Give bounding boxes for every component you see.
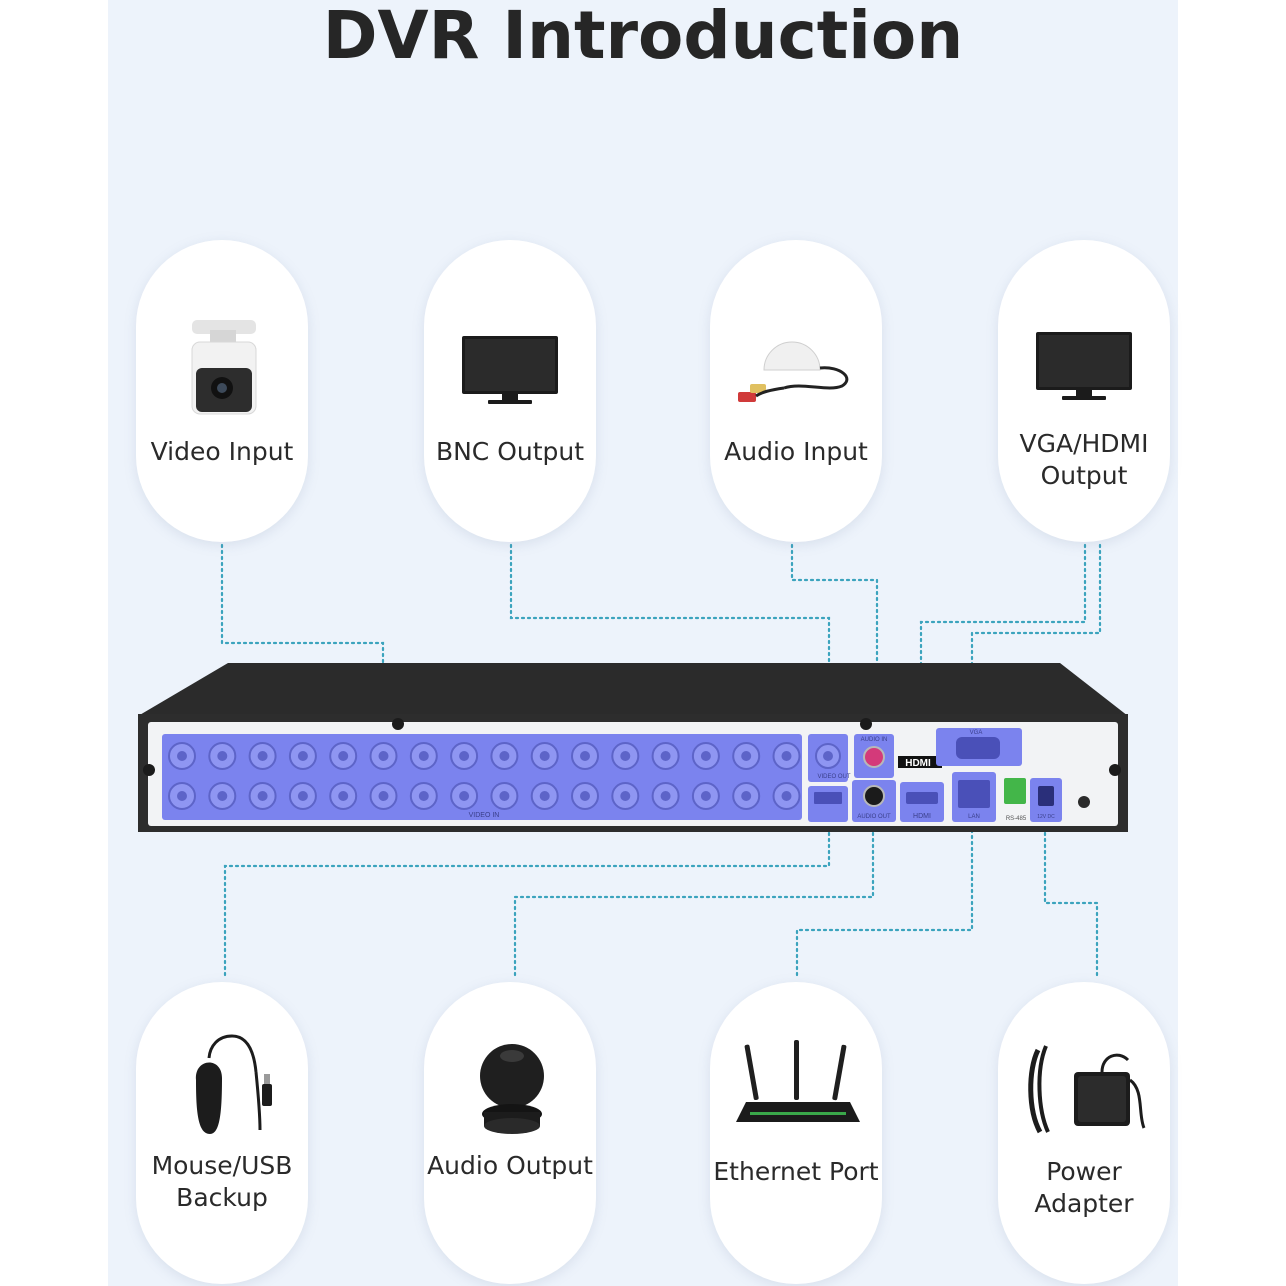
screw — [143, 764, 155, 776]
bnc-port-center — [257, 751, 268, 761]
bnc-port-center — [499, 791, 510, 801]
video-in-panel — [162, 734, 802, 820]
card-label: Mouse/USB Backup — [151, 1151, 293, 1212]
hdmi-logo: HDMI — [905, 758, 931, 769]
audio-in-port — [863, 746, 885, 768]
bnc-port-center — [580, 791, 590, 801]
bnc-port-center — [580, 751, 590, 761]
lan-port — [958, 780, 990, 808]
power-adapter-icon — [1028, 1045, 1146, 1134]
screw — [860, 718, 872, 730]
bnc-port-center — [459, 791, 470, 801]
audio-output-connector — [513, 810, 875, 977]
bnc-port-grid — [168, 742, 801, 810]
audio-input-connector — [790, 543, 879, 722]
audio-out-label: AUDIO OUT — [857, 814, 891, 820]
dvr-top-cover — [138, 663, 1128, 716]
card-video-input: Video Input — [136, 240, 308, 542]
bnc-port-center — [660, 751, 671, 761]
vga-hdmi-connector-a — [919, 543, 1087, 762]
bnc-port-center — [257, 791, 268, 801]
usb-port — [814, 792, 842, 804]
mouse-icon — [195, 1034, 272, 1134]
hdmi-logo-bg — [898, 756, 942, 768]
bnc-port-center — [741, 751, 752, 761]
rs485-label: RS-485 — [1006, 816, 1027, 822]
bnc-port-center — [338, 751, 349, 761]
card-mouse-usb-backup: Mouse/USB Backup — [136, 982, 308, 1284]
screw — [1109, 764, 1121, 776]
bnc-port-center — [700, 751, 711, 761]
audio-out-port — [863, 785, 885, 807]
hdmi-label: HDMI — [913, 813, 931, 820]
bnc-port-center — [741, 791, 752, 801]
speaker-icon — [480, 1044, 544, 1134]
card-power-adapter: Power Adapter — [998, 982, 1170, 1284]
card-label: Audio Input — [724, 437, 868, 466]
bnc-port-center — [297, 751, 308, 761]
bnc-port-center — [781, 751, 792, 761]
power-label: 12V DC — [1037, 814, 1055, 820]
bnc-port-center — [418, 751, 429, 761]
bnc-port-center — [539, 791, 550, 801]
card-label: Power Adapter — [1034, 1157, 1134, 1218]
card-audio-input: Audio Input — [710, 240, 882, 542]
lan-label: LAN — [968, 814, 980, 820]
bnc-port-center — [378, 791, 389, 801]
bnc-port-center — [177, 791, 187, 801]
bnc-port-center — [620, 791, 631, 801]
bnc-port-center — [217, 751, 228, 761]
bnc-port-center — [378, 751, 389, 761]
card-vga-hdmi-output: VGA/HDMI Output — [998, 240, 1170, 542]
card-label: Audio Output — [427, 1151, 593, 1180]
bnc-port-center — [660, 791, 671, 801]
bnc-port-center — [539, 751, 550, 761]
power-connector — [1043, 810, 1099, 977]
card-bnc-output: BNC Output — [424, 240, 596, 542]
vga-label: VGA — [970, 730, 983, 736]
bnc-port-center — [297, 791, 308, 801]
video-in-label: VIDEO IN — [469, 812, 500, 819]
power-port — [1038, 786, 1054, 806]
bnc-port-center — [620, 751, 631, 761]
bnc-port-center — [700, 791, 711, 801]
screw — [392, 718, 404, 730]
hdmi-port — [906, 792, 938, 804]
bnc-port-center — [217, 791, 228, 801]
card-label: Ethernet Port — [713, 1157, 879, 1186]
ethernet-connector — [795, 810, 974, 977]
video-out-label: VIDEO OUT — [817, 774, 850, 780]
bnc-port-center — [418, 791, 429, 801]
bnc-port-center — [177, 751, 187, 761]
rs485-terminal — [1004, 778, 1026, 804]
monitor-icon — [1036, 332, 1132, 400]
page-title: DVR Introduction — [322, 0, 964, 74]
vga-port — [956, 737, 1000, 759]
microphone-icon — [738, 341, 849, 402]
audio-in-label: AUDIO IN — [861, 737, 888, 743]
bnc-port-center — [499, 751, 510, 761]
card-label: BNC Output — [435, 437, 585, 466]
bnc-port-center — [781, 791, 792, 801]
router-icon — [736, 1040, 860, 1122]
card-label: Video Input — [150, 437, 294, 466]
card-ethernet-port: Ethernet Port — [710, 982, 882, 1284]
bullet-camera-icon — [191, 320, 257, 415]
bnc-port-center — [338, 791, 349, 801]
ground-screw — [1078, 796, 1090, 808]
monitor-icon — [462, 336, 558, 404]
card-audio-output: Audio Output — [424, 982, 596, 1284]
card-label: VGA/HDMI Output — [1019, 429, 1149, 490]
mouse-usb-connector — [223, 810, 831, 977]
bnc-port-center — [459, 751, 470, 761]
